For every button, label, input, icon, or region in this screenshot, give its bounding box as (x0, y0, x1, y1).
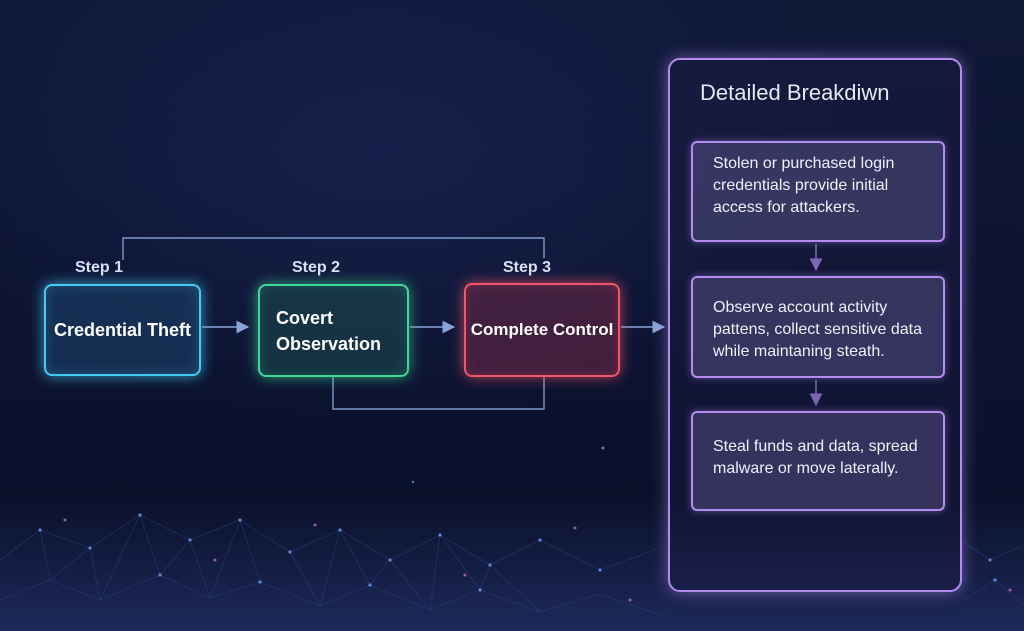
step-3-label: Step 3 (503, 259, 552, 276)
step-2-box: Covert Observation (258, 284, 409, 377)
bracket-bottom-connector (332, 377, 545, 410)
bracket-top-connector (122, 237, 545, 260)
step-1-title: Credential Theft (53, 320, 191, 340)
breakdown-title: Detailed Breakdiwn (700, 80, 890, 105)
breakdown-card-1: Stolen or purchased login credentials pr… (691, 141, 945, 242)
step-2-label: Step 2 (292, 259, 341, 276)
breakdown-card-3-text: Steal funds and data, spread malware or … (713, 438, 918, 477)
step-2-title: Covert Observation (276, 307, 382, 354)
step-3-box: Complete Control (464, 283, 620, 377)
breakdown-card-1-text: Stolen or purchased login credentials pr… (713, 155, 895, 216)
breakdown-card-3: Steal funds and data, spread malware or … (691, 411, 945, 511)
step-1-label: Step 1 (75, 259, 124, 276)
breakdown-panel (668, 58, 962, 592)
breakdown-card-2: Observe account activity pattens, collec… (691, 276, 945, 378)
step-3-title: Complete Control (470, 320, 614, 339)
breakdown-card-2-text: Observe account activity pattens, collec… (713, 299, 923, 360)
step-1-box: Credential Theft (44, 284, 201, 376)
